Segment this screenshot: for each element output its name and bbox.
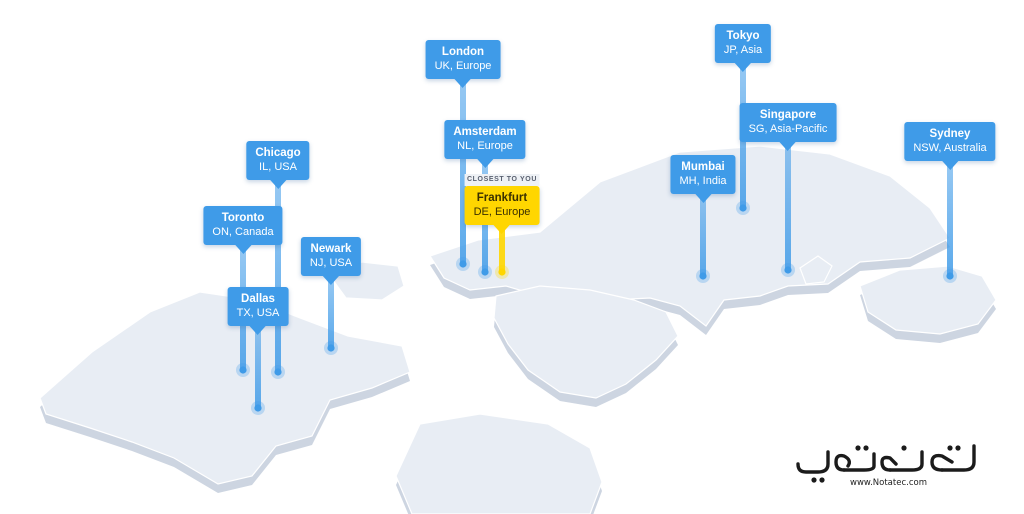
pin-city: Singapore xyxy=(759,109,817,121)
pin-region: ON, Canada xyxy=(212,226,274,238)
pin-dots xyxy=(236,201,957,415)
pin-city: Amsterdam xyxy=(453,126,517,138)
pin-region: IL, USA xyxy=(259,161,297,173)
north-america-land xyxy=(39,291,411,485)
closest-to-you-badge: CLOSEST TO YOU xyxy=(464,174,540,186)
pin-city: Frankfurt xyxy=(476,192,528,204)
pin-beam-frankfurt xyxy=(499,228,505,272)
pin-dot-sydney[interactable] xyxy=(946,272,954,280)
pin-beam-dallas xyxy=(255,329,261,408)
land xyxy=(39,145,997,514)
pin-region: NJ, USA xyxy=(309,257,353,269)
pin-dot-frankfurt[interactable] xyxy=(498,268,506,276)
pin-city: Newark xyxy=(310,243,352,255)
pin-region: DE, Europe xyxy=(473,206,531,218)
pin-city: Dallas xyxy=(241,293,275,305)
africa-land xyxy=(493,285,679,399)
notatec-logo xyxy=(796,444,976,483)
japan-land xyxy=(799,255,833,285)
pin-region: NSW, Australia xyxy=(913,142,987,154)
pin-beam-mumbai xyxy=(700,197,706,276)
pin-dot-mumbai[interactable] xyxy=(699,272,707,280)
pin-city: London xyxy=(441,46,485,58)
pin-region: UK, Europe xyxy=(434,60,492,72)
pin-city: Mumbai xyxy=(681,161,725,173)
pin-beam-chicago xyxy=(275,183,281,372)
pin-city: Tokyo xyxy=(726,30,760,42)
notatec-url: www.Notatec.com xyxy=(850,478,927,488)
pin-region: TX, USA xyxy=(236,307,280,319)
pin-dot-chicago[interactable] xyxy=(274,368,282,376)
pin-dot-dallas[interactable] xyxy=(254,404,262,412)
pin-beam-singapore xyxy=(785,145,791,270)
pin-beam-newark xyxy=(328,279,334,348)
pin-beam-sydney xyxy=(947,164,953,276)
pin-city: Chicago xyxy=(255,147,301,159)
south-america-land xyxy=(395,413,603,514)
pin-city: Sydney xyxy=(929,128,971,140)
australia-land xyxy=(859,265,997,335)
pin-city: Toronto xyxy=(221,212,265,224)
pin-region: NL, Europe xyxy=(457,140,513,152)
pin-region: JP, Asia xyxy=(723,44,763,56)
pin-dot-amsterdam[interactable] xyxy=(481,268,489,276)
pin-dot-tokyo[interactable] xyxy=(739,204,747,212)
pin-region: MH, India xyxy=(679,175,727,187)
pin-region: SG, Asia-Pacific xyxy=(748,123,828,135)
pin-dot-london[interactable] xyxy=(459,260,467,268)
pin-dot-newark[interactable] xyxy=(327,344,335,352)
pin-beam-london xyxy=(460,82,466,264)
pin-dot-singapore[interactable] xyxy=(784,266,792,274)
pin-dot-toronto[interactable] xyxy=(239,366,247,374)
